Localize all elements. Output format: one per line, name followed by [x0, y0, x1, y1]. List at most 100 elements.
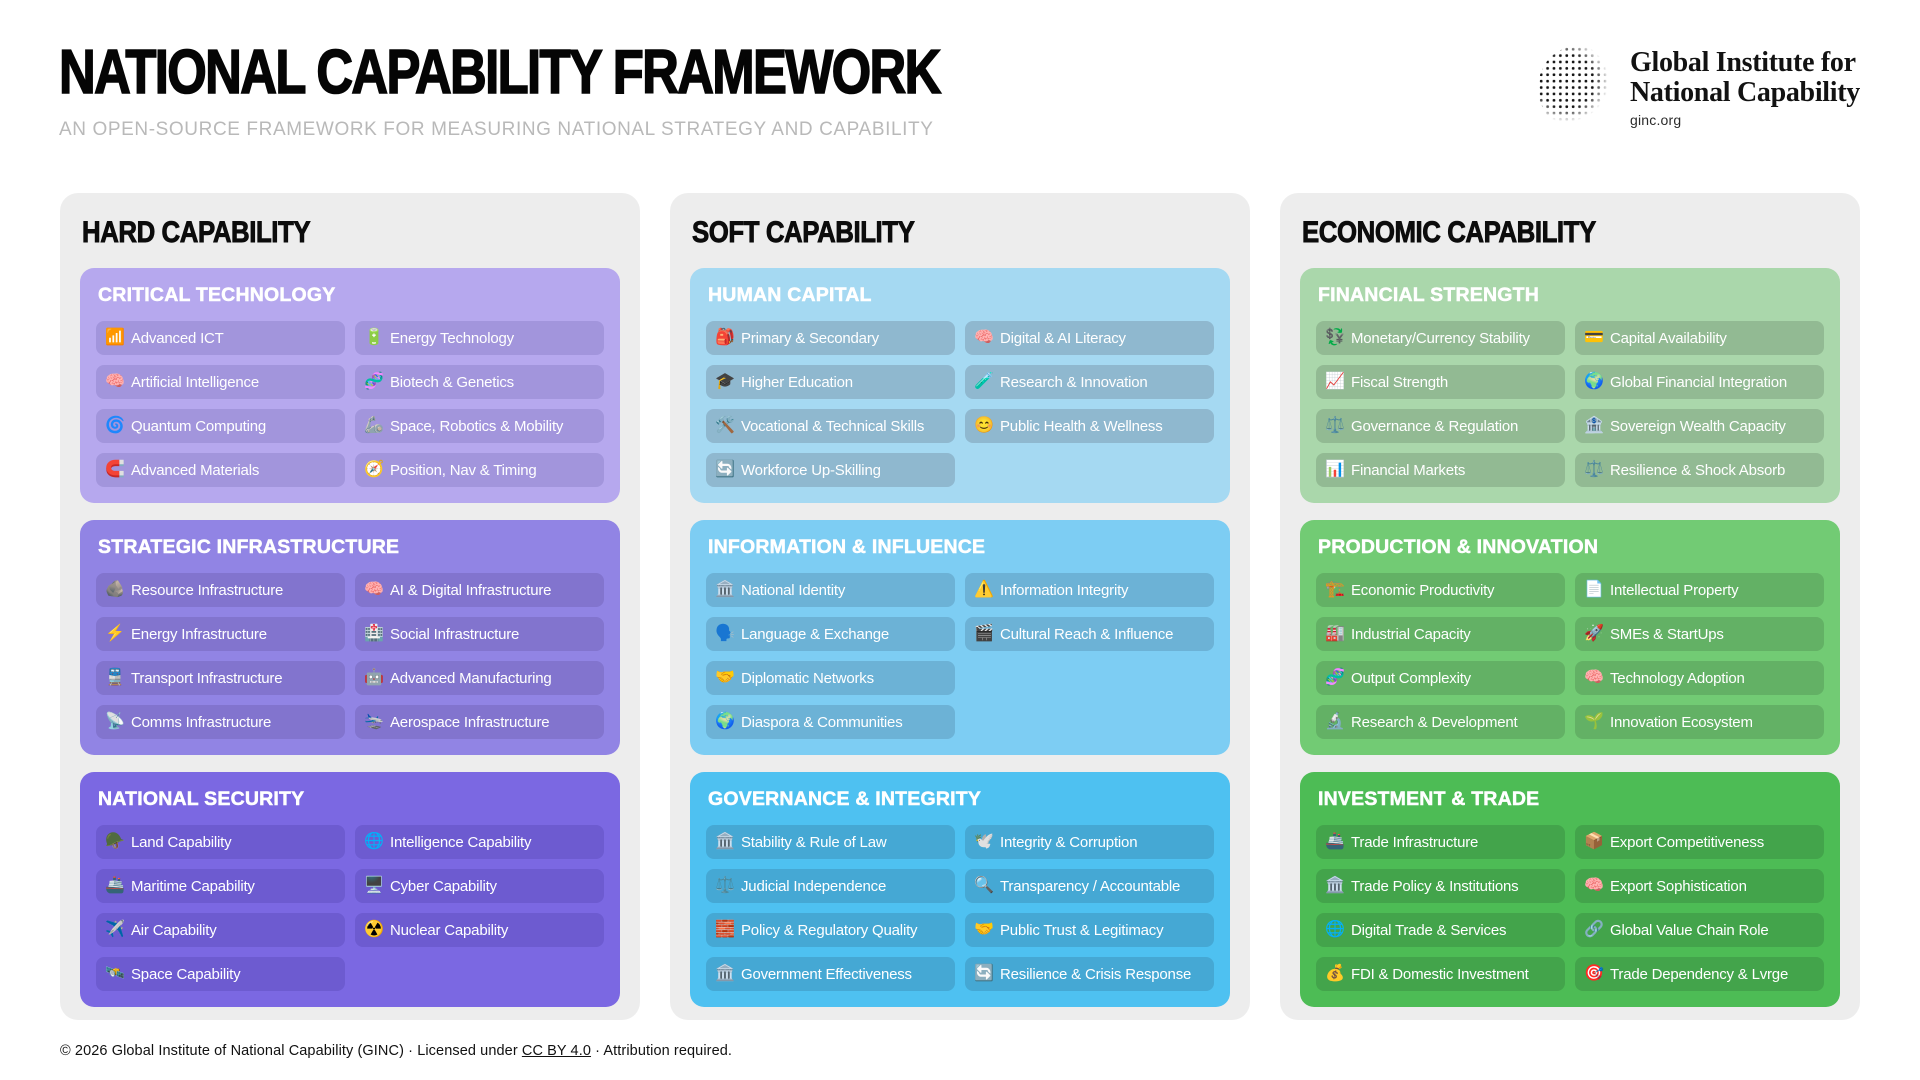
chip-label: Higher Education — [741, 373, 853, 391]
chip-label: Export Sophistication — [1610, 877, 1747, 895]
capability-chip: 🚢 Maritime Capability — [96, 869, 345, 903]
capability-chip: 🔄Resilience & Crisis Response — [965, 957, 1214, 991]
chip-label: Information Integrity — [1000, 581, 1129, 599]
credit-card-icon: 💳 — [1584, 329, 1604, 346]
capability-chip: 🏦Sovereign Wealth Capacity — [1575, 409, 1824, 443]
document-icon: 📄 — [1584, 581, 1604, 598]
header: NATIONAL CAPABILITY FRAMEWORK AN OPEN-SO… — [58, 39, 1133, 141]
capability-chip: 🧠AI & Digital Infrastructure — [355, 573, 604, 607]
chip-label: Trade Dependency & Lvrge — [1610, 965, 1789, 983]
chip-label: Judicial Independence — [741, 877, 887, 895]
capability-chip: 🪖Land Capability — [96, 825, 345, 859]
chip-label: Maritime Capability — [131, 877, 255, 895]
section-title: CRITICAL TECHNOLOGY — [98, 284, 336, 307]
chip-label: Biotech & Genetics — [390, 373, 514, 391]
chip-grid: 📶Advanced ICT🔋Energy Technology🧠Artifici… — [96, 321, 604, 487]
chip-label: Resilience & Shock Absorb — [1610, 461, 1786, 479]
globe-icon: 🌍 — [715, 713, 735, 730]
capability-chip: 🧬Biotech & Genetics — [355, 365, 604, 399]
chip-label: Sovereign Wealth Capacity — [1610, 417, 1786, 435]
chip-spacer — [965, 661, 1214, 695]
chip-label: Governance & Regulation — [1351, 417, 1519, 435]
capability-chip: 🧠Artificial Intelligence — [96, 365, 345, 399]
chip-label: Nuclear Capability — [390, 921, 509, 939]
section-investment-trade: INVESTMENT & TRADE🚢Trade Infrastructure📦… — [1300, 772, 1840, 1007]
section-national-security: NATIONAL SECURITY 🪖Land Capability 🌐Intell… — [80, 772, 620, 1007]
capability-chip: 🔗Global Value Chain Role — [1575, 913, 1824, 947]
desktop-computer-icon: 🖥️ — [364, 877, 384, 894]
section-critical-technology: CRITICAL TECHNOLOGY📶Advanced ICT🔋Energy … — [80, 268, 620, 503]
section-production-innovation: PRODUCTION & INNOVATION🏗️Economic Produc… — [1300, 520, 1840, 755]
cc-by-license-link[interactable]: CC BY 4.0 — [521, 1043, 592, 1059]
chip-label: Technology Adoption — [1610, 669, 1745, 687]
balance-scale-icon: ⚖️ — [1325, 417, 1345, 434]
airplane-arrival-icon: 🛬 — [364, 713, 384, 730]
chip-label: Advanced Materials — [131, 461, 260, 479]
chip-label: Diaspora & Communities — [741, 713, 903, 731]
capability-chip: 🛠️Vocational & Technical Skills — [706, 409, 955, 443]
battery-icon: 🔋 — [364, 329, 384, 346]
chip-label: Advanced Manufacturing — [390, 669, 552, 687]
column-title: HARD CAPABILITY — [82, 216, 311, 250]
chip-label: Resilience & Crisis Response — [1000, 965, 1192, 983]
chip-grid: 💱Monetary/Currency Stability 💳 Capital Ava… — [1316, 321, 1824, 487]
magnet-icon: 🧲 — [105, 461, 125, 478]
compass-icon: 🧭 — [364, 461, 384, 478]
chip-label: Air Capability — [131, 921, 217, 939]
chip-label: Trade Policy & Institutions — [1351, 877, 1519, 895]
classical-building-icon: 🏛️ — [1325, 877, 1345, 894]
capability-chip: 🌐Digital Trade & Services — [1316, 913, 1565, 947]
satellite-icon: 🛰️ — [105, 965, 125, 982]
chip-label: Research & Development — [1351, 713, 1518, 731]
chip-label: Language & Exchange — [741, 625, 889, 643]
counterclockwise-arrows-icon: 🔄 — [715, 461, 735, 478]
chip-label: Stability & Rule of Law — [741, 833, 887, 851]
halftone-globe-icon — [1537, 46, 1616, 130]
chip-label: Government Effectiveness — [741, 965, 912, 983]
ship-icon: 🚢 — [105, 877, 125, 894]
capability-chip: 🤝Public Trust & Legitimacy — [965, 913, 1214, 947]
capability-chip: 🌐Intelligence Capability — [355, 825, 604, 859]
capability-chip: 🏥Social Infrastructure — [355, 617, 604, 651]
capability-chip: 🧬Output Complexity — [1316, 661, 1565, 695]
smiling-face-icon: 😊 — [974, 417, 994, 434]
capability-chip: 📦Export Competitiveness — [1575, 825, 1824, 859]
chip-label: Energy Infrastructure — [131, 625, 267, 643]
section-title: GOVERNANCE & INTEGRITY — [708, 788, 982, 811]
chip-label: Research & Innovation — [1000, 373, 1148, 391]
chip-label: Fiscal Strength — [1351, 373, 1449, 391]
section-title: NATIONAL SECURITY — [98, 788, 305, 811]
chip-label: Integrity & Corruption — [1000, 833, 1138, 851]
capability-chip: 💱Monetary/Currency Stability — [1316, 321, 1565, 355]
seedling-icon: 🌱 — [1584, 713, 1604, 730]
globe-icon: 🌍 — [1584, 373, 1604, 390]
capability-chip: 🔋 Energy Technology — [355, 321, 604, 355]
chip-label: Energy Technology — [390, 329, 514, 347]
money-bag-icon: 💰 — [1325, 965, 1345, 982]
section-human-capital: HUMAN CAPITAL🎒Primary & Secondary🧠Digita… — [690, 268, 1230, 503]
capability-chip: 📄 Intellectual Property — [1575, 573, 1824, 607]
capability-chip: 🧠Technology Adoption — [1575, 661, 1824, 695]
microscope-icon: 🔬 — [1325, 713, 1345, 730]
section-title: STRATEGIC INFRASTRUCTURE — [98, 536, 400, 559]
mechanical-arm-icon: 🦾 — [364, 417, 384, 434]
chip-label: Capital Availability — [1610, 329, 1727, 347]
capability-chip: 📈Fiscal Strength — [1316, 365, 1565, 399]
logo-name-line1: Global Institute for — [1629, 47, 1856, 79]
capability-chip: 🌀Quantum Computing — [96, 409, 345, 443]
chip-label: Intellectual Property — [1610, 581, 1739, 599]
classical-building-icon: 🏛️ — [715, 965, 735, 982]
capability-chip: 🧱Policy & Regulatory Quality — [706, 913, 955, 947]
capability-chip: 🧭Position, Nav & Timing — [355, 453, 604, 487]
chip-label: Transport Infrastructure — [131, 669, 283, 687]
section-title: HUMAN CAPITAL — [708, 284, 872, 307]
chip-grid: 🏛️National Identity⚠️Information Integri… — [706, 573, 1214, 739]
test-tube-icon: 🧪 — [974, 373, 994, 390]
capability-chip: 🧲 Advanced Materials — [96, 453, 345, 487]
chip-grid: 🚢Trade Infrastructure📦Export Competitive… — [1316, 825, 1824, 991]
capability-chip: 🔄 Workforce Up-Skilling — [706, 453, 955, 487]
chip-label: Workforce Up-Skilling — [741, 461, 881, 479]
capability-chip: 🏛️National Identity — [706, 573, 955, 607]
chip-label: Cultural Reach & Influence — [1000, 625, 1174, 643]
